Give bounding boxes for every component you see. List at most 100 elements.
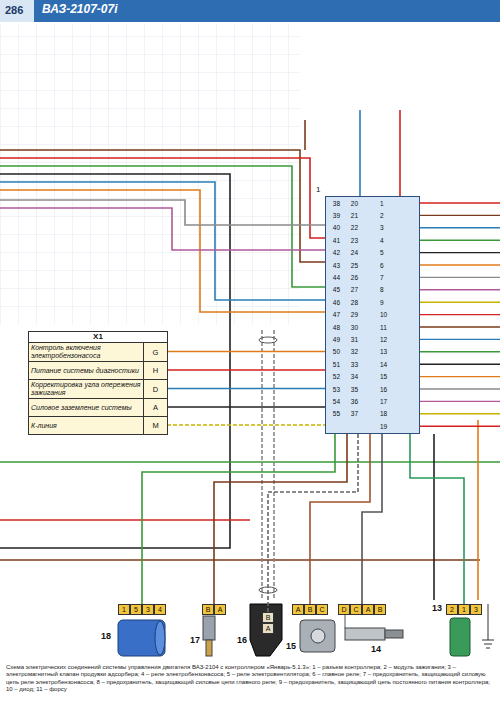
pin-letter: A — [214, 604, 226, 615]
pin-letter: B — [374, 604, 386, 615]
table-row: Силовое заземление системыA — [29, 398, 167, 416]
wire — [0, 461, 500, 463]
pin-number: 2 — [380, 211, 394, 220]
diagnostic-connector-table: X1Контроль включения электробензонасосаG… — [28, 331, 168, 435]
pin-number: 37 — [344, 409, 358, 418]
pin-number: 7 — [380, 273, 394, 282]
wire-connection — [410, 434, 464, 604]
wire — [0, 182, 325, 300]
node-label: Контроль включения электробензонасоса — [29, 343, 143, 361]
pin-letter: A — [143, 399, 167, 416]
wire — [0, 200, 325, 225]
pin-number: 25 — [344, 261, 358, 270]
pin-number: 16 — [380, 385, 394, 394]
wire — [399, 110, 401, 196]
pin-number: 12 — [380, 335, 394, 344]
pin-number: 43 — [326, 261, 340, 270]
pin-number: 52 — [326, 372, 340, 381]
wire — [0, 166, 325, 287]
pin-number: 53 — [326, 385, 340, 394]
wire — [420, 239, 500, 240]
pin-letter: A — [362, 604, 374, 615]
pin-number: 11 — [380, 323, 394, 332]
wire-group — [420, 203, 500, 426]
pin-number: 34 — [344, 372, 358, 381]
table-row: Корректировка угла опережения зажиганияD — [29, 379, 167, 398]
wire-group — [0, 110, 500, 600]
pin-number: 5 — [380, 248, 394, 257]
wire — [0, 174, 230, 548]
node-label: B — [202, 604, 214, 615]
pin-number: 36 — [344, 397, 358, 406]
pin-letter: A — [262, 623, 274, 634]
wire — [304, 120, 306, 150]
pin-number: 44 — [326, 273, 340, 282]
callout-number: 13 — [431, 604, 443, 614]
node-label: D — [338, 604, 350, 615]
pin-letter: 3 — [142, 604, 154, 615]
shield-mark — [259, 337, 277, 343]
pin-letter: 5 — [130, 604, 142, 615]
throttle-sensor-icon — [311, 629, 325, 643]
wire-connection — [214, 434, 347, 604]
wire — [420, 413, 500, 414]
figure-caption: Схема электрических соединений системы у… — [6, 664, 494, 694]
pin-letter: C — [316, 604, 328, 615]
pin-number: 9 — [380, 298, 394, 307]
wire-connection — [362, 434, 382, 604]
pin-number: 15 — [380, 372, 394, 381]
pin-number: 55 — [326, 409, 340, 418]
pin-number: 35 — [344, 385, 358, 394]
pin-number: 50 — [326, 347, 340, 356]
pin-letter: 4 — [154, 604, 166, 615]
pin-letter: H — [143, 362, 167, 379]
wire — [420, 252, 500, 253]
wire-connection — [167, 369, 325, 371]
pin-number: 30 — [344, 323, 358, 332]
wire — [0, 208, 325, 250]
pin-letter: G — [143, 343, 167, 361]
header-band — [0, 0, 500, 22]
pin-number: 38 — [326, 199, 340, 208]
wire — [420, 388, 500, 389]
wire — [359, 110, 361, 196]
pin-number: 19 — [380, 422, 394, 431]
wire-connection — [310, 434, 370, 604]
ground-symbol — [482, 604, 494, 648]
oxygen-sensor-icon — [385, 630, 403, 638]
wire — [420, 314, 500, 315]
pin-letter: D — [143, 380, 167, 398]
callout-number: 16 — [236, 636, 248, 646]
node-label: Силовое заземление системы — [29, 399, 143, 416]
node-label: A — [292, 604, 304, 615]
wire — [420, 326, 500, 327]
pin-number: 29 — [344, 310, 358, 319]
pin-number: 10 — [380, 310, 394, 319]
pin-number: 3 — [380, 223, 394, 232]
callout-number: 14 — [370, 645, 382, 655]
wire — [420, 302, 500, 303]
pin-block: ABC — [292, 604, 328, 615]
air-flow-sensor-icon — [155, 621, 165, 655]
pin-number: 31 — [344, 335, 358, 344]
pin-block: 1534 — [118, 604, 166, 615]
pin-number: 26 — [344, 273, 358, 282]
pin-number: 23 — [344, 236, 358, 245]
wire — [420, 351, 500, 352]
page-number-box — [0, 0, 34, 22]
wire — [420, 215, 500, 216]
pin-number: 32 — [344, 347, 358, 356]
pin-number: 6 — [380, 261, 394, 270]
pin-number: 27 — [344, 285, 358, 294]
pin-number: 49 — [326, 335, 340, 344]
oxygen-sensor-icon — [345, 628, 385, 640]
throttle-sensor-icon — [300, 620, 335, 652]
pin-number: 54 — [326, 397, 340, 406]
pin-number: 42 — [326, 248, 340, 257]
pin-number: 47 — [326, 310, 340, 319]
wire — [420, 401, 500, 402]
node-label: X1 — [29, 332, 167, 342]
air-flow-sensor-icon — [118, 620, 165, 656]
pin-letter: 1 — [458, 604, 470, 615]
pin-block: 213 — [446, 604, 482, 615]
